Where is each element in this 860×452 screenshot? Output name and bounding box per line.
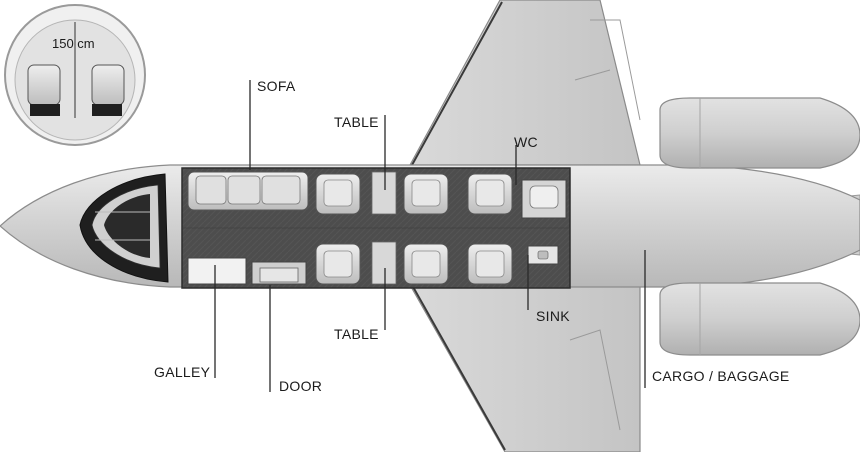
label-sink: SINK (536, 308, 570, 324)
upper-wing-edge (411, 1, 503, 166)
label-galley: GALLEY (154, 364, 211, 380)
table-lower (371, 241, 397, 285)
upper-engine (659, 97, 860, 169)
seat-upper-2 (403, 173, 449, 215)
label-sofa: SOFA (257, 78, 296, 94)
seat-lower-1 (315, 243, 361, 285)
cabin-width-label: 150 cm (52, 36, 95, 51)
sink-unit (527, 245, 559, 265)
label-door: DOOR (279, 378, 323, 394)
cockpit-windshield (79, 173, 169, 283)
sofa (187, 171, 309, 211)
seat-upper-3 (467, 173, 513, 215)
table-upper (371, 171, 397, 215)
cabin-cross-section-inset (4, 4, 146, 146)
label-cargo-baggage: CARGO / BAGGAGE (652, 368, 790, 384)
seat-lower-3 (467, 243, 513, 285)
lower-wing (408, 284, 641, 452)
lower-wing-edge (411, 284, 506, 451)
wc-unit (521, 179, 567, 219)
seat-upper-1 (315, 173, 361, 215)
label-table-top: TABLE (334, 114, 379, 130)
leader-lines (214, 80, 646, 392)
lower-engine (659, 282, 860, 356)
galley-unit (187, 257, 247, 285)
seat-lower-2 (403, 243, 449, 285)
label-table-bottom: TABLE (334, 326, 379, 342)
label-wc: WC (514, 134, 538, 150)
